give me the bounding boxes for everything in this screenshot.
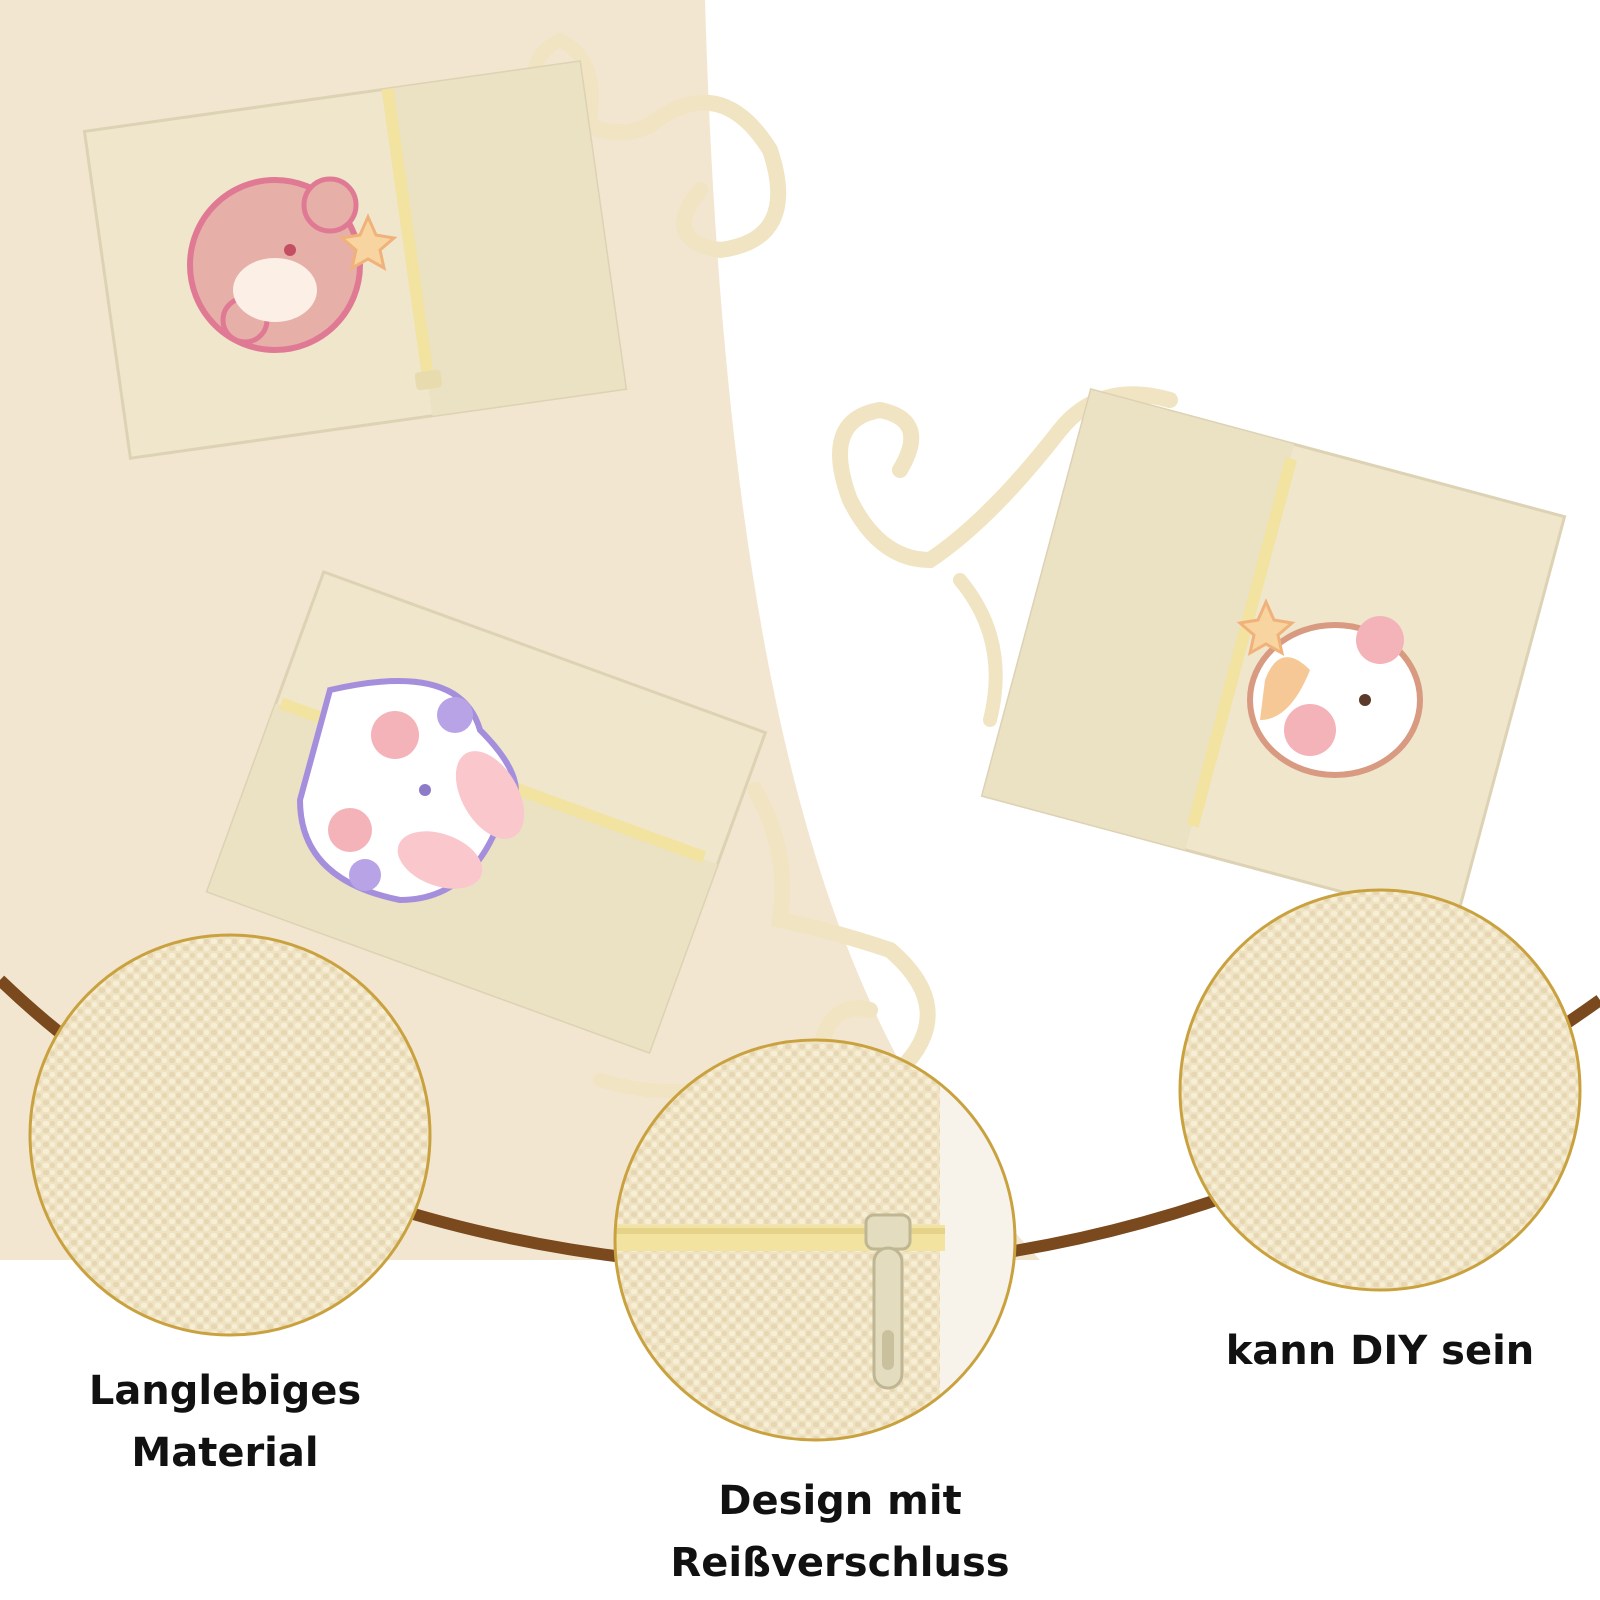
bunny-face-icon [296,678,525,904]
caption-zipper: Design mit Reißverschluss [640,1470,1040,1594]
caption-zipper-line2: Reißverschluss [670,1540,1010,1586]
caption-zipper-line1: Design mit [718,1478,962,1524]
diy-closeup [1178,888,1582,1292]
caption-material-line1: Langlebiges [88,1368,362,1414]
caption-material: Langlebiges Material [60,1360,390,1484]
bear-face-icon [187,176,398,353]
bear-pouch [82,32,787,460]
caption-diy: kann DIY sein [1200,1320,1560,1382]
caption-diy-line1: kann DIY sein [1225,1328,1535,1374]
zipper-pull-icon [864,1213,912,1390]
cat-pouch [832,386,1567,925]
zipper-closeup [613,1038,1017,1442]
cat-face-icon [1236,598,1423,778]
caption-material-line2: Material [131,1430,319,1476]
material-closeup [28,933,432,1337]
